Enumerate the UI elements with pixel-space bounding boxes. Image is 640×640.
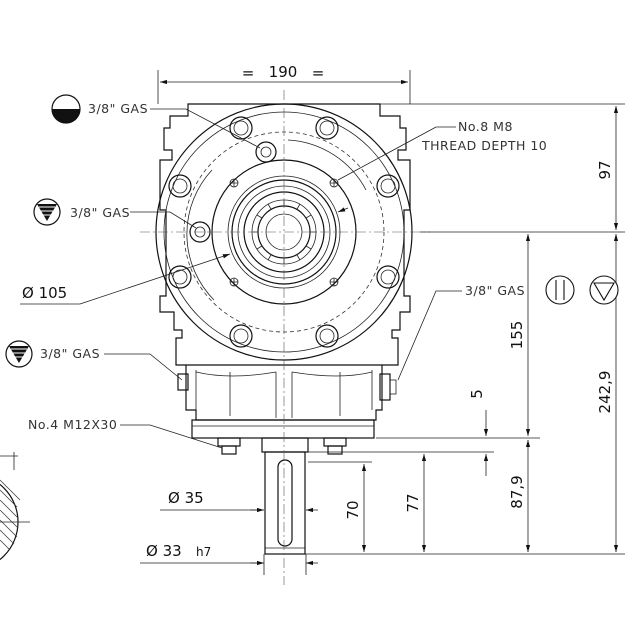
flange-bolts <box>168 116 400 348</box>
dimension-155: 155 <box>508 234 531 436</box>
callout-oil-level: 3/8" GAS <box>51 94 261 149</box>
callout-oil-drain: 3/8" GAS <box>5 340 183 381</box>
height-87-9-label: 87,9 <box>508 475 526 508</box>
oil-fill-icon <box>33 198 61 226</box>
height-155-label: 155 <box>508 321 526 350</box>
callout-oil-fill: 3/8" GAS <box>33 198 197 229</box>
oil-drain-note: 3/8" GAS <box>40 346 100 361</box>
width-equal-left: = <box>242 64 255 82</box>
dimension-diameter-105: Ø 105 <box>20 207 349 305</box>
dimension-87-9: 87,9 <box>508 440 531 552</box>
thread-holes-line1: No.8 M8 <box>458 119 513 134</box>
width-equal-right: = <box>312 64 325 82</box>
base-bolts <box>217 437 347 455</box>
height-242-9-label: 242,9 <box>596 371 614 414</box>
right-extension-lines <box>305 103 625 555</box>
section-view-partial <box>0 452 30 561</box>
oil-drain-icon <box>5 340 33 368</box>
oil-level-icon <box>51 94 81 124</box>
dimension-190: 190 = = <box>157 63 411 104</box>
dimension-97: 97 <box>596 106 619 230</box>
length-70-label: 70 <box>344 500 362 519</box>
left-side-plug <box>177 373 189 391</box>
thread-holes-line2: THREAD DEPTH 10 <box>421 138 547 153</box>
dimension-77: 77 <box>404 454 427 552</box>
length-77-label: 77 <box>404 493 422 512</box>
dimension-diameter-33: Ø 33 h7 <box>140 542 318 575</box>
dimension-70: 70 <box>308 461 372 552</box>
dimension-5: 5 <box>468 389 489 476</box>
dimension-diameter-35: Ø 35 <box>160 489 318 513</box>
threaded-holes <box>229 178 339 287</box>
output-shaft <box>261 437 309 555</box>
tolerance-h7-label: h7 <box>196 545 211 559</box>
diameter-33-label: Ø 33 <box>146 542 182 560</box>
breather-icon <box>545 275 575 305</box>
oil-level-note: 3/8" GAS <box>88 101 148 116</box>
width-190-label: 190 <box>269 63 298 81</box>
callout-thread-holes: No.8 M8 THREAD DEPTH 10 <box>337 119 547 181</box>
callout-base-bolts: No.4 M12X30 <box>28 417 223 449</box>
right-plug-note: 3/8" GAS <box>465 283 525 298</box>
diameter-35-label: Ø 35 <box>168 489 204 507</box>
diameter-105-label: Ø 105 <box>22 284 67 302</box>
height-97-label: 97 <box>596 160 614 179</box>
mounting-flange <box>191 419 375 439</box>
callout-right-plug: 3/8" GAS <box>397 283 525 381</box>
oil-fill-note: 3/8" GAS <box>70 205 130 220</box>
level-plug-boss <box>255 141 277 163</box>
center-lines <box>140 90 430 585</box>
base-bolts-note: No.4 M12X30 <box>28 417 117 432</box>
gap-5-label: 5 <box>468 389 486 399</box>
drain-outline-icon <box>589 275 619 305</box>
